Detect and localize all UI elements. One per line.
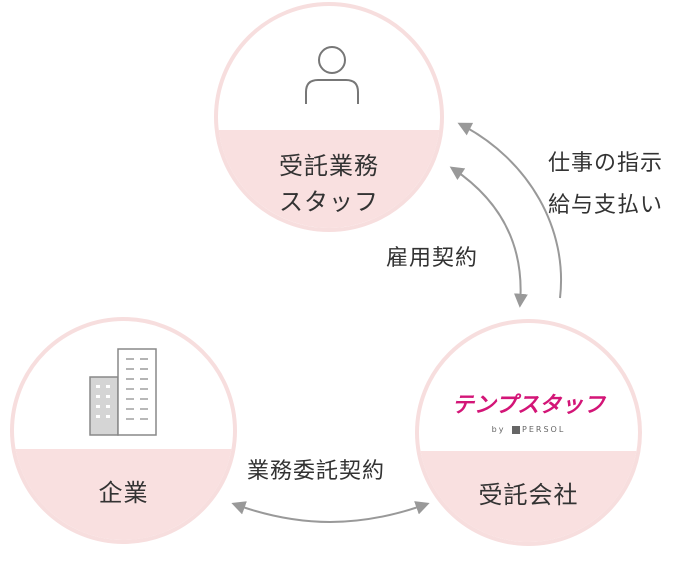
contract-arrow	[231, 501, 430, 523]
person-icon	[305, 46, 359, 104]
company-node: 企業	[10, 317, 237, 544]
company-band	[14, 449, 233, 540]
tempstaff-logo: テンプスタッフ by PERSOL	[419, 387, 638, 434]
staff-band	[218, 130, 440, 228]
staff-label-line1: 受託業務	[279, 152, 379, 180]
logo-sub-by: by	[491, 425, 506, 434]
employment-arrow	[449, 166, 528, 308]
instruction-caption-line2: 給与支払い	[548, 193, 664, 218]
persol-mark-icon	[512, 425, 521, 434]
logo-subtext: by PERSOL	[419, 425, 638, 434]
vendor-node: テンプスタッフ by PERSOL 受託会社	[415, 319, 642, 546]
staff-node: 受託業務 スタッフ	[214, 2, 444, 232]
instruction-arrow	[457, 122, 562, 299]
building-icon	[89, 348, 157, 436]
vendor-band	[419, 451, 638, 542]
staff-label-line2: スタッフ	[279, 188, 379, 216]
staff-label: 受託業務 スタッフ	[218, 148, 440, 220]
instruction-caption-line1: 仕事の指示	[548, 151, 664, 176]
logo-text: テンプスタッフ	[451, 393, 606, 418]
employment-caption: 雇用契約	[386, 246, 479, 271]
logo-sub-name: PERSOL	[522, 425, 566, 434]
company-label: 企業	[98, 479, 149, 507]
contract-caption: 業務委託契約	[247, 459, 386, 484]
vendor-label: 受託会社	[478, 481, 579, 509]
